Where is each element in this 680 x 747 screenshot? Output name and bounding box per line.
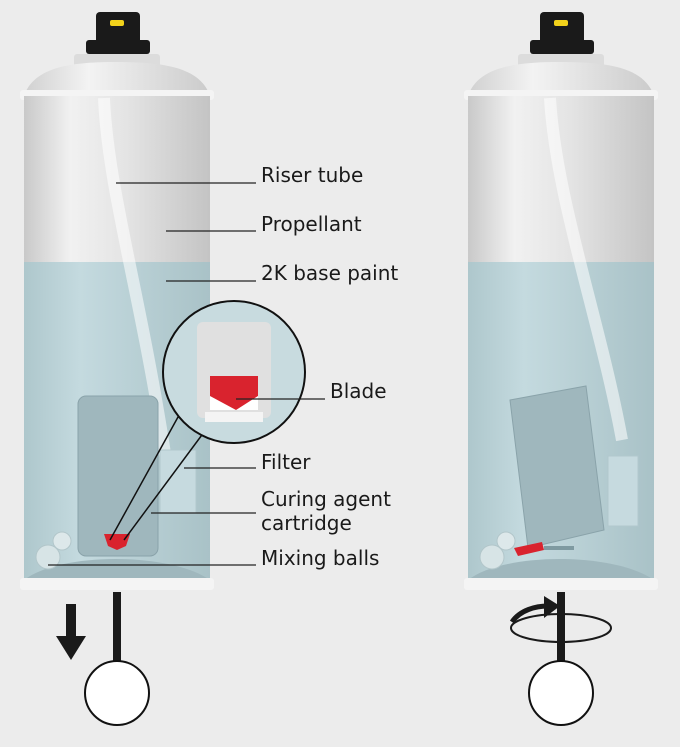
- can-dome: [24, 62, 210, 96]
- filter: [159, 449, 197, 515]
- riser-tube: [544, 97, 628, 442]
- label-base-paint: 2K base paint: [261, 261, 398, 285]
- blade-small: [514, 542, 544, 556]
- right-spray-can: [464, 12, 658, 726]
- blade-zoom: [210, 376, 258, 410]
- blade-zoom-callout: [162, 300, 306, 444]
- turning-key-icon: [528, 660, 594, 726]
- nozzle-cap: [74, 12, 160, 68]
- arrow-down-icon: [56, 604, 86, 660]
- can-dome: [468, 62, 654, 96]
- mixing-ball: [496, 531, 516, 551]
- left-spray-can: [20, 12, 325, 726]
- nozzle-cap: [518, 12, 604, 68]
- rotate-arrow-icon: [509, 596, 612, 643]
- label-riser-tube: Riser tube: [261, 163, 363, 187]
- riser-tube: [98, 97, 172, 461]
- label-blade: Blade: [330, 379, 387, 403]
- label-propellant: Propellant: [261, 212, 362, 236]
- label-mixing-balls: Mixing balls: [261, 546, 379, 570]
- curing-cartridge: [77, 395, 159, 557]
- filter: [607, 455, 639, 527]
- label-curing-agent: Curing agent: [261, 487, 391, 511]
- key-stem: [113, 592, 121, 666]
- curing-cartridge: [509, 385, 605, 549]
- mixing-ball: [52, 531, 72, 551]
- key-stem: [557, 592, 565, 666]
- mixing-ball: [35, 544, 61, 570]
- label-filter: Filter: [261, 450, 311, 474]
- mixing-ball: [479, 544, 505, 570]
- label-cartridge: cartridge: [261, 511, 352, 535]
- turning-key-icon: [84, 660, 150, 726]
